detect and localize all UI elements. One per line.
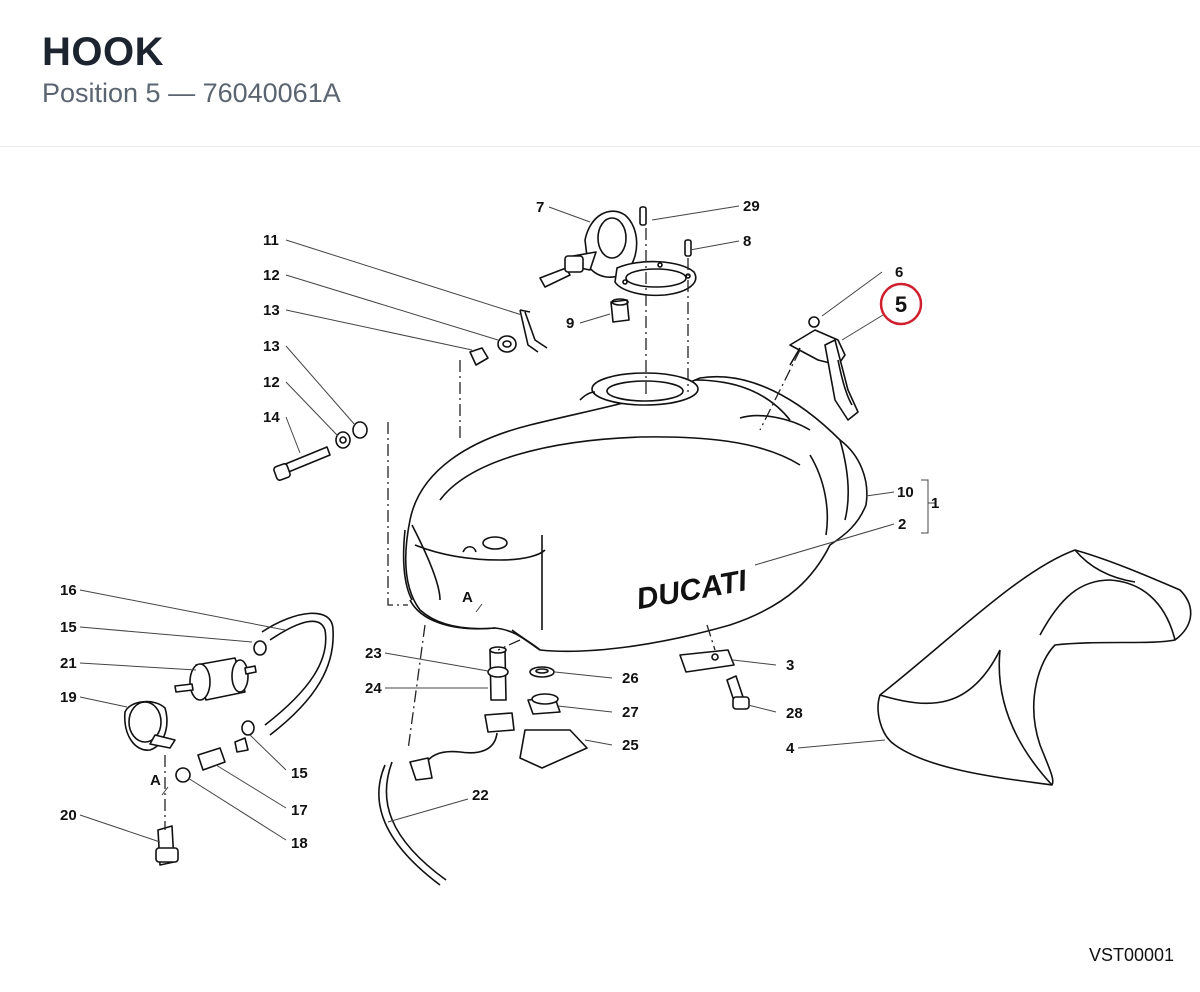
- lower-drain-group: A: [378, 589, 588, 886]
- callout-8: 8: [743, 233, 751, 250]
- callout-1: 1: [931, 495, 939, 512]
- callout-11: 11: [263, 232, 279, 249]
- callout-28: 28: [786, 705, 803, 722]
- callout-17: 17: [291, 802, 308, 819]
- callout-14: 14: [263, 409, 280, 426]
- callout-labels: 7 29 8 11 12 13 13 12 14 6 9 10 1 2 16 1…: [60, 198, 939, 852]
- fuel-tank: DUCATI: [402, 372, 868, 653]
- callout-24: 24: [365, 680, 382, 697]
- fuel-filter-group: A: [124, 612, 334, 866]
- fuel-cap-assembly: [539, 206, 697, 395]
- view-marker-a-left: A: [150, 772, 161, 789]
- view-marker-a-tank: A: [462, 589, 473, 606]
- callout-4: 4: [786, 740, 795, 757]
- callout-2: 2: [898, 516, 906, 533]
- callout-18: 18: [291, 835, 308, 852]
- callout-9: 9: [566, 315, 574, 332]
- part-position-subtitle: Position 5 — 76040061A: [42, 78, 341, 108]
- highlighted-callout-5[interactable]: 5: [879, 282, 923, 326]
- hook-part-5: [759, 316, 859, 431]
- callout-13-bottom: 13: [263, 338, 280, 355]
- callout-16: 16: [60, 582, 77, 599]
- page-header: HOOK Position 5 — 76040061A: [0, 0, 1200, 147]
- exploded-parts-diagram: DUCATI: [0, 147, 1200, 987]
- callout-10: 10: [897, 484, 914, 501]
- callout-12-top: 12: [263, 267, 280, 284]
- callout-26: 26: [622, 670, 639, 687]
- left-mounting-hardware: [273, 309, 548, 606]
- callout-7: 7: [536, 199, 544, 216]
- callout-15-left: 15: [60, 619, 77, 636]
- callout-6: 6: [895, 264, 903, 281]
- callout-27: 27: [622, 704, 639, 721]
- seat-part-4: [877, 549, 1192, 786]
- drawing-code: VST00001: [1088, 945, 1174, 965]
- callout-20: 20: [60, 807, 77, 824]
- highlight-ring: [879, 282, 923, 326]
- callout-leaders: [79, 205, 935, 843]
- callout-23: 23: [365, 645, 382, 662]
- part-title: HOOK: [42, 30, 164, 74]
- callout-25: 25: [622, 737, 639, 754]
- bracket-and-screw: [679, 624, 750, 710]
- callout-5-highlighted: 5: [895, 292, 907, 317]
- callout-29: 29: [743, 198, 760, 215]
- callout-22: 22: [472, 787, 489, 804]
- callout-13-top: 13: [263, 302, 280, 319]
- callout-15-right: 15: [291, 765, 308, 782]
- callout-21: 21: [60, 655, 77, 672]
- callout-3: 3: [786, 657, 794, 674]
- callout-19: 19: [60, 689, 77, 706]
- callout-12-bottom: 12: [263, 374, 280, 391]
- diagram-svg: DUCATI: [60, 198, 1192, 886]
